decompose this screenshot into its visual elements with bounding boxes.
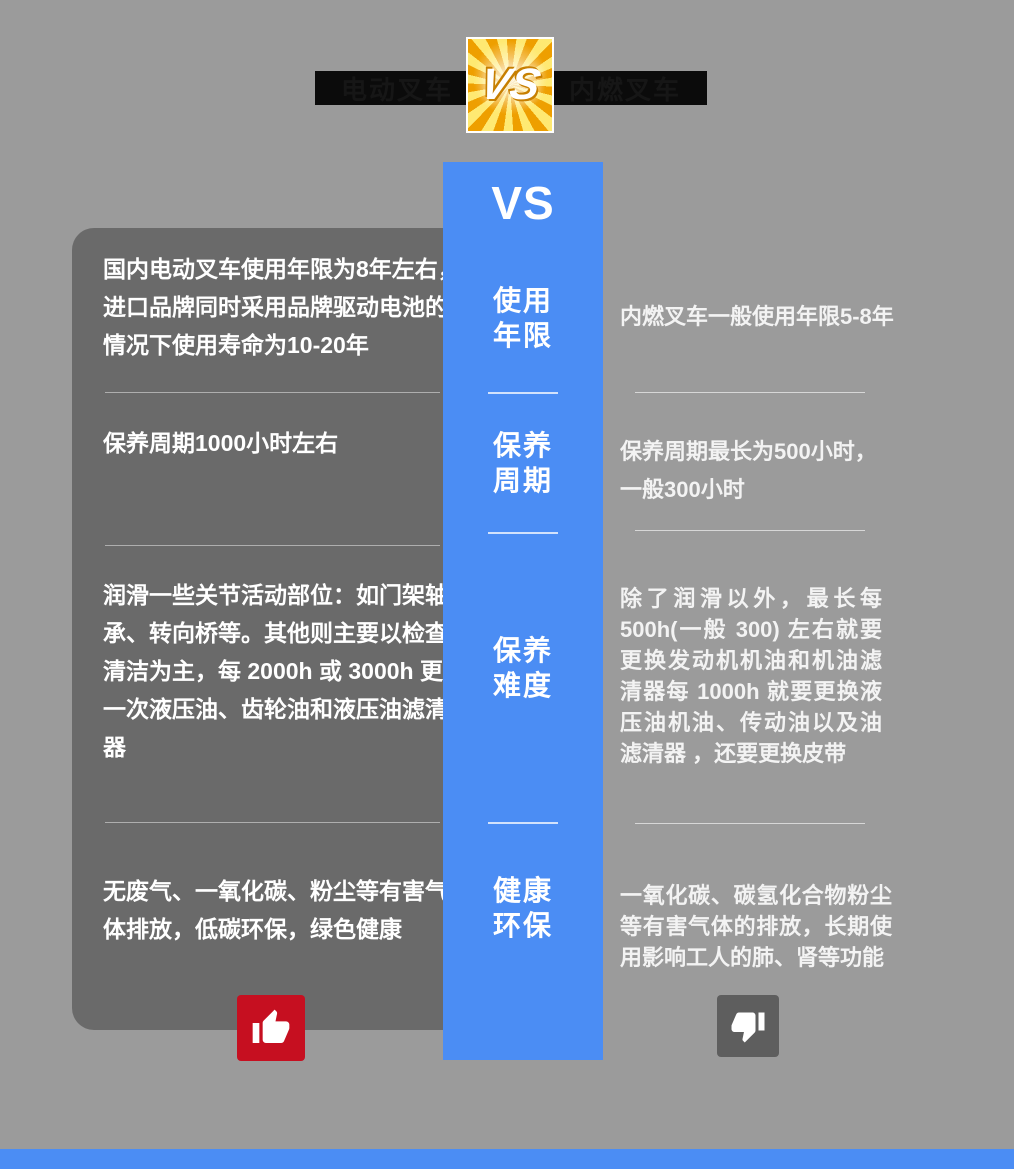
right-row-maintenance-difficulty: 除了润滑以外，最长每 500h(一般 300) 左右就要更换发动机机油和机油滤清… (620, 586, 882, 766)
thumbs-up-icon (251, 1008, 291, 1048)
category-line: 保养 (492, 635, 553, 666)
divider (105, 545, 440, 546)
category-line: 难度 (492, 670, 553, 701)
right-row-maintenance-cycle: 保养周期最长为500小时，一般300小时 (620, 439, 877, 502)
divider (488, 822, 558, 824)
title-left: 电动叉车 (341, 74, 454, 105)
thumbs-down-icon (730, 1008, 766, 1044)
category-maintenance-cycle: 保养 周期 (443, 428, 603, 498)
bottom-accent-bar (0, 1149, 1014, 1169)
category-maintenance-difficulty: 保养 难度 (443, 633, 603, 703)
category-line: 年限 (492, 320, 553, 351)
center-category-column: VS 使用 年限 保养 周期 保养 难度 健康 环保 (443, 162, 603, 1060)
left-row-maintenance-difficulty: 润滑一些关节活动部位：如门架轴承、转向桥等。其他则主要以检查清洁为主，每 200… (103, 582, 466, 760)
divider (635, 392, 865, 393)
divider (488, 392, 558, 394)
vs-badge-label: VS (476, 60, 544, 109)
thumbs-up-badge (237, 995, 305, 1061)
category-health-environment: 健康 环保 (443, 873, 603, 943)
category-line: 环保 (492, 910, 553, 941)
right-row-health-environment: 一氧化碳、碳氢化合物粉尘等有害气体的排放，长期使用影响工人的肺、肾等功能 (620, 883, 892, 970)
left-panel-electric-forklift: 国内电动叉车使用年限为8年左右，进口品牌同时采用品牌驱动电池的情况下使用寿命为1… (72, 228, 490, 1030)
badge-glow (468, 39, 552, 131)
left-row-health-environment: 无废气、一氧化碳、粉尘等有害气体排放，低碳环保，绿色健康 (103, 878, 448, 942)
divider (105, 822, 440, 823)
right-row-service-life: 内燃叉车一般使用年限5-8年 (620, 304, 894, 329)
divider (635, 823, 865, 824)
divider (105, 392, 440, 393)
left-row-maintenance-cycle: 保养周期1000小时左右 (103, 430, 339, 456)
category-line: 健康 (492, 875, 553, 906)
left-row-service-life: 国内电动叉车使用年限为8年左右，进口品牌同时采用品牌驱动电池的情况下使用寿命为1… (103, 256, 461, 358)
thumbs-down-badge (717, 995, 779, 1057)
title-right: 内燃叉车 (568, 74, 681, 105)
category-service-life: 使用 年限 (443, 283, 603, 353)
category-line: 使用 (492, 285, 553, 316)
category-line: 保养 (492, 430, 553, 461)
vs-column-label: VS (491, 177, 555, 229)
divider (635, 530, 865, 531)
divider (488, 532, 558, 534)
vs-badge: VS (466, 37, 554, 133)
category-line: 周期 (492, 465, 553, 496)
